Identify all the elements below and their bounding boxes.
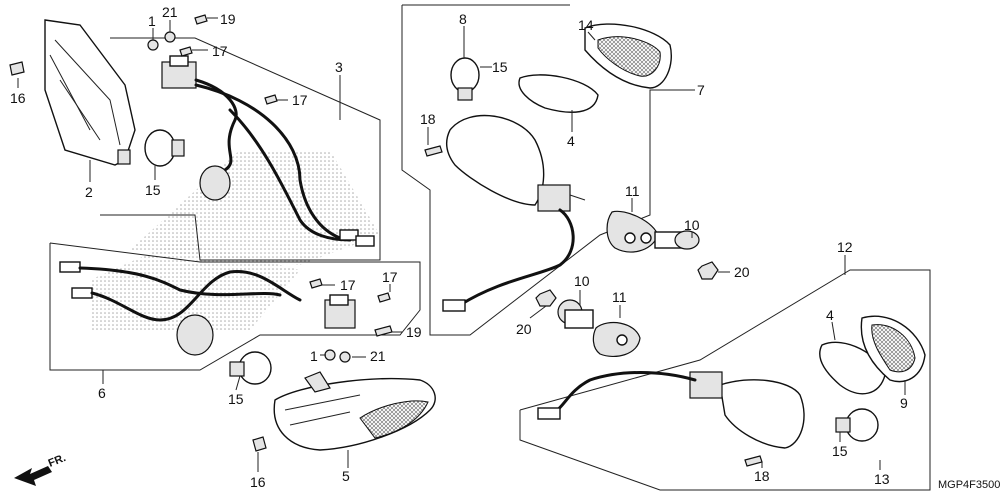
bulb-15-right	[835, 408, 879, 442]
gasket-4-top	[518, 74, 599, 113]
callout-17-d: 17	[382, 269, 398, 285]
callout-16-bottom: 16	[250, 474, 266, 490]
callout-21-mid: 21	[370, 348, 386, 364]
screw-19-top	[194, 14, 208, 25]
callout-11-a: 11	[625, 183, 640, 199]
group-13-frame	[519, 269, 931, 491]
bulb-15-middle	[229, 351, 272, 385]
washer-21-top	[164, 31, 176, 43]
callout-4-right: 4	[826, 307, 834, 323]
diagram-code: MGP4F3500	[938, 479, 1000, 491]
callout-10-b: 10	[574, 273, 590, 289]
rear-signal-lower	[537, 371, 805, 449]
callout-4-top: 4	[567, 133, 575, 149]
callout-3: 3	[335, 59, 343, 75]
cover-14	[584, 23, 672, 89]
washer-1-top	[147, 39, 159, 51]
callout-8: 8	[459, 11, 467, 27]
bulb-15-top	[450, 57, 480, 101]
callout-15-right: 15	[832, 443, 848, 459]
callout-16-left: 16	[10, 90, 26, 106]
callout-7: 7	[697, 82, 705, 98]
callout-17-a: 17	[212, 43, 228, 59]
washer-21-mid	[339, 351, 351, 363]
callout-11-b: 11	[612, 289, 627, 305]
callout-1-mid: 1	[310, 348, 318, 364]
callout-19-top: 19	[220, 11, 236, 27]
rubber-mount-11-bottom	[592, 321, 641, 358]
front-left-lens	[44, 19, 136, 166]
callout-14: 14	[578, 17, 594, 33]
washer-1-mid	[324, 349, 336, 361]
callout-15-left: 15	[145, 182, 161, 198]
rear-signal-upper	[442, 114, 586, 312]
callout-13: 13	[874, 471, 890, 487]
callout-1-top: 1	[148, 13, 156, 29]
grommet-16-left	[9, 61, 25, 76]
callout-labels: 1 21 19 17 16 3 17 2 15 8 14 15 7 18 4 1…	[10, 4, 908, 490]
leader-lines	[17, 17, 906, 472]
callout-2: 2	[85, 184, 93, 200]
callout-12: 12	[837, 239, 853, 255]
group-3-frame	[100, 37, 381, 261]
front-arrow-label: FR.	[47, 452, 68, 470]
nut-20-top	[697, 261, 719, 280]
front-direction-arrow: FR.	[14, 452, 68, 486]
screw-17-b	[264, 94, 278, 105]
callout-6: 6	[98, 385, 106, 401]
collar-10-bottom	[557, 299, 594, 329]
socket-harness-upper	[161, 55, 375, 247]
socket-harness-lower	[59, 261, 356, 356]
front-right-lens	[273, 371, 436, 451]
callout-10-a: 10	[684, 217, 700, 233]
screw-17-a	[179, 46, 193, 57]
callout-21-top: 21	[162, 4, 178, 20]
callout-15-mid: 15	[228, 391, 244, 407]
screw-18-top	[424, 145, 443, 157]
group-7-frame	[401, 5, 682, 336]
callout-20-b: 20	[516, 321, 532, 337]
callout-18-bottom: 18	[754, 468, 770, 484]
screw-17-d	[377, 292, 391, 303]
collar-10-top	[654, 230, 700, 250]
callout-17-b: 17	[292, 92, 308, 108]
rubber-mount-11-top	[606, 210, 659, 253]
callout-15-top: 15	[492, 59, 508, 75]
callout-9: 9	[900, 395, 908, 411]
group-6-frame	[49, 242, 421, 371]
nut-20-bottom	[535, 289, 557, 307]
shading-area-upper	[130, 150, 380, 265]
callout-18-top: 18	[420, 111, 436, 127]
callout-17-c: 17	[340, 277, 356, 293]
callout-5: 5	[342, 468, 350, 484]
screw-17-c	[309, 278, 323, 289]
screw-18-bottom	[744, 455, 763, 467]
cover-9	[860, 315, 926, 383]
bulb-15-left	[144, 129, 185, 167]
callout-20-a: 20	[734, 264, 750, 280]
callout-19-mid: 19	[406, 324, 422, 340]
grommet-16-bottom	[252, 436, 267, 452]
